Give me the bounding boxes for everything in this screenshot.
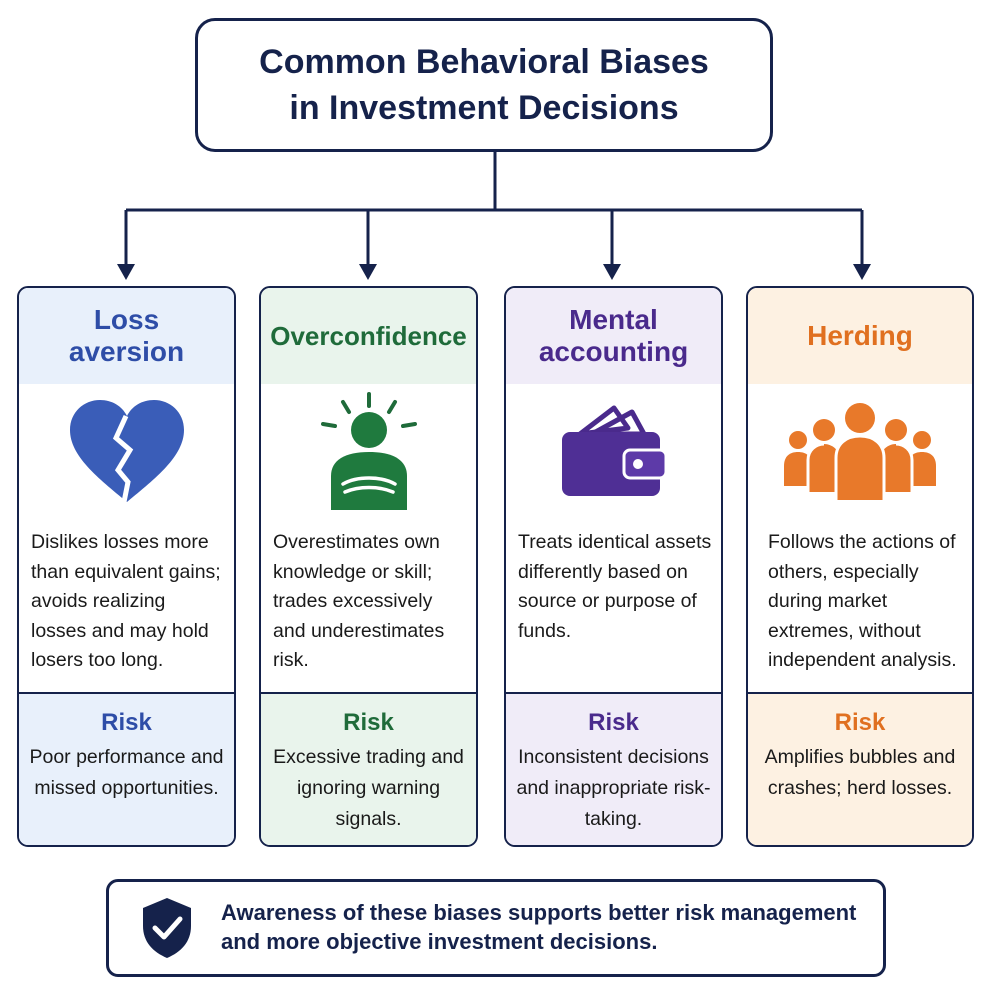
risk-label: Risk <box>834 709 886 736</box>
wallet-icon <box>506 392 721 512</box>
card-title: Loss aversion <box>68 304 185 367</box>
shield-check-icon <box>141 896 193 960</box>
card-mental-accounting: Mental accounting Treats identical asset… <box>504 286 723 847</box>
footer-box: Awareness of these biases supports bette… <box>106 879 886 977</box>
card-description: Treats identical assets differently base… <box>518 531 712 642</box>
risk-text: Excessive trading and ignoring warning s… <box>273 746 464 830</box>
crowd-icon <box>748 392 972 512</box>
card-header: Herding <box>748 288 972 384</box>
risk-label: Risk <box>343 709 394 736</box>
broken-heart-icon <box>19 392 234 512</box>
risk-section: Risk Poor performance and missed opportu… <box>19 692 234 845</box>
card-loss-aversion: Loss aversion Dislikes losses more than … <box>17 286 236 847</box>
risk-text: Poor performance and missed opportunitie… <box>29 746 224 799</box>
card-title: Herding <box>807 320 913 351</box>
card-title: Mental accounting <box>538 304 689 367</box>
card-herding: Herding Follows the actions of oth <box>746 286 974 847</box>
risk-section: Risk Excessive trading and ignoring warn… <box>261 692 476 845</box>
risk-section: Risk Inconsistent decisions and inapprop… <box>506 692 721 845</box>
risk-section: Risk Amplifies bubbles and crashes; herd… <box>748 692 972 845</box>
card-header: Loss aversion <box>19 288 234 384</box>
card-description: Dislikes losses more than equivalent gai… <box>31 531 221 671</box>
title-box: Common Behavioral Biases in Investment D… <box>195 18 773 152</box>
card-header: Mental accounting <box>506 288 721 384</box>
confident-person-icon <box>261 392 476 512</box>
card-overconfidence: Overconfidence Overestimates own knowled… <box>259 286 478 847</box>
card-title: Overconfidence <box>270 321 467 351</box>
page-title: Common Behavioral Biases in Investment D… <box>259 43 709 127</box>
risk-label: Risk <box>101 709 152 736</box>
card-header: Overconfidence <box>261 288 476 384</box>
footer-text: Awareness of these biases supports bette… <box>221 900 857 954</box>
card-description: Overestimates own knowledge or skill; tr… <box>273 531 445 671</box>
risk-text: Inconsistent decisions and inappropriate… <box>516 746 711 830</box>
card-description: Follows the actions of others, especiall… <box>768 531 957 671</box>
risk-label: Risk <box>588 709 639 736</box>
risk-text: Amplifies bubbles and crashes; herd loss… <box>764 746 956 799</box>
